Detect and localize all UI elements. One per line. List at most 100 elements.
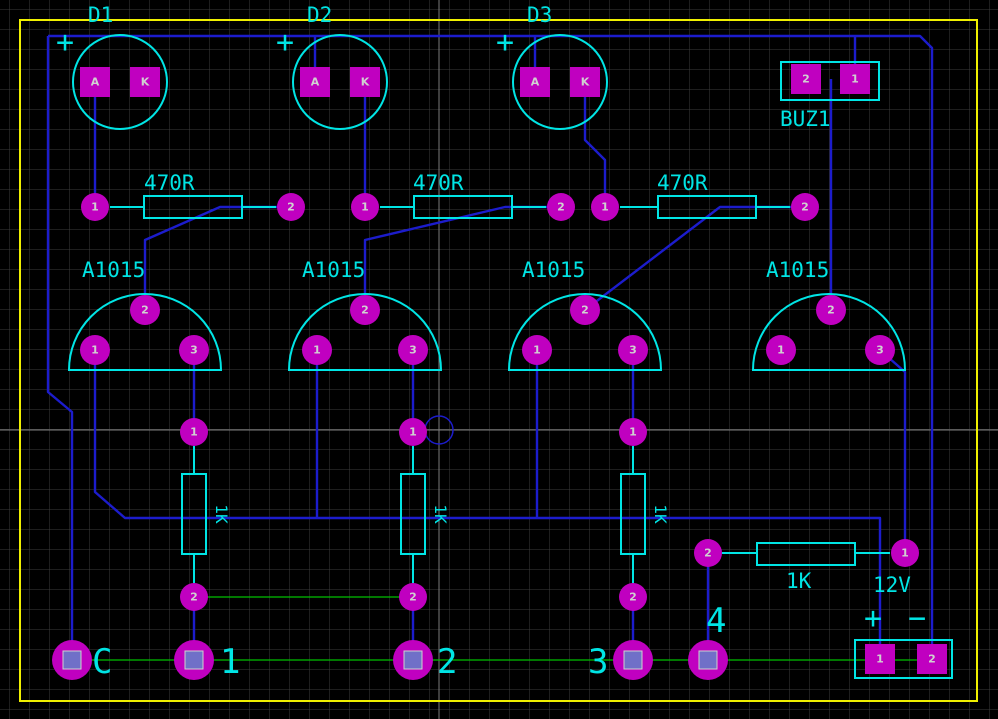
pad-d3-a[interactable] (520, 67, 550, 97)
pad-d3-k[interactable] (570, 67, 600, 97)
label-power: 12V (873, 573, 911, 597)
silk-labels: D1 D2 D3 + + + BUZ1 470R 470R 470R A1015… (56, 3, 926, 682)
pad-r2-1-label: 1 (361, 201, 369, 214)
pad-r1k-1-label: 1 (901, 547, 909, 560)
pad-q3-2[interactable] (570, 295, 600, 325)
pad-q4-2[interactable] (816, 295, 846, 325)
pad-vk2-1-label: 1 (409, 426, 417, 439)
pad-q3-2-label: 2 (581, 304, 589, 317)
pad-r1-1[interactable] (81, 193, 109, 221)
label-q2: A1015 (302, 258, 365, 282)
pad-q1-1-label: 1 (91, 344, 99, 357)
pad-q2-2[interactable] (350, 295, 380, 325)
pad-vk1-2[interactable] (180, 583, 208, 611)
pad-q1-3[interactable] (179, 335, 209, 365)
pad-buz1-1[interactable] (840, 64, 870, 94)
label-power-plus: + (864, 601, 882, 636)
pad-conn-1[interactable] (174, 640, 214, 680)
pad-q4-3[interactable] (865, 335, 895, 365)
pad-q3-3[interactable] (618, 335, 648, 365)
pad-q2-3[interactable] (398, 335, 428, 365)
pad-q2-1[interactable] (302, 335, 332, 365)
label-conn-4: 4 (706, 601, 726, 641)
label-r1: 470R (144, 171, 195, 195)
pad-r3-1-label: 1 (601, 201, 609, 214)
label-d2: D2 (307, 3, 332, 27)
pad-q4-3-label: 3 (876, 344, 884, 357)
pad-d3-k-label: K (581, 76, 590, 89)
label-d3: D3 (527, 3, 552, 27)
pad-r1-1-label: 1 (91, 201, 99, 214)
pad-conn-4[interactable] (688, 640, 728, 680)
pad-r2-2-label: 2 (557, 201, 565, 214)
pad-d1-a-label: A (91, 76, 100, 89)
pad-r1k-2[interactable] (694, 539, 722, 567)
label-buz1: BUZ1 (780, 107, 831, 131)
label-plus-d2: + (276, 25, 294, 60)
pad-q4-2-label: 2 (827, 304, 835, 317)
pads: A K A K A K 2 1 1 2 1 2 1 2 2 1 3 (52, 64, 947, 680)
pad-d3-a-label: A (531, 76, 540, 89)
pad-q3-3-label: 3 (629, 344, 637, 357)
pad-q2-2-label: 2 (361, 304, 369, 317)
label-plus-d1: + (56, 25, 74, 60)
pad-d2-a[interactable] (300, 67, 330, 97)
board-outline (19, 19, 978, 702)
pad-buz1-2[interactable] (791, 64, 821, 94)
pad-conn-2[interactable] (393, 640, 433, 680)
pad-vk2-1[interactable] (399, 418, 427, 446)
pad-q3-1[interactable] (522, 335, 552, 365)
pad-r1k-2-label: 2 (704, 547, 712, 560)
pad-q4-1-label: 1 (777, 344, 785, 357)
pad-conn-3[interactable] (613, 640, 653, 680)
pad-q3-1-label: 1 (533, 344, 541, 357)
silkscreen (67, 34, 953, 679)
pad-r1k-1[interactable] (891, 539, 919, 567)
pad-q1-2-label: 2 (141, 304, 149, 317)
label-d1: D1 (88, 3, 113, 27)
pad-vk1-1-label: 1 (190, 426, 198, 439)
pad-q4-1[interactable] (766, 335, 796, 365)
pad-q1-2[interactable] (130, 295, 160, 325)
pad-q2-3-label: 3 (409, 344, 417, 357)
label-r2: 470R (413, 171, 464, 195)
pad-vk1-1[interactable] (180, 418, 208, 446)
pad-vk3-1[interactable] (619, 418, 647, 446)
label-q3: A1015 (522, 258, 585, 282)
pad-q2-1-label: 1 (313, 344, 321, 357)
pad-vk3-2[interactable] (619, 583, 647, 611)
pad-vk3-2-label: 2 (629, 591, 637, 604)
label-plus-d3: + (496, 25, 514, 60)
pad-r2-2[interactable] (547, 193, 575, 221)
pad-q1-1[interactable] (80, 335, 110, 365)
pad-power-2[interactable] (917, 644, 947, 674)
pad-d2-k[interactable] (350, 67, 380, 97)
pad-buz1-1-label: 1 (851, 73, 859, 86)
pad-r3-1[interactable] (591, 193, 619, 221)
label-conn-1: 1 (220, 642, 240, 682)
pad-power-1-label: 1 (876, 653, 884, 666)
label-r-1k: 1K (786, 569, 812, 593)
label-q4: A1015 (766, 258, 829, 282)
pad-vk2-2[interactable] (399, 583, 427, 611)
label-q1: A1015 (82, 258, 145, 282)
pad-d2-a-label: A (311, 76, 320, 89)
pad-d2-k-label: K (361, 76, 370, 89)
pad-power-2-label: 2 (928, 653, 936, 666)
pad-d1-k[interactable] (130, 67, 160, 97)
label-conn-2: 2 (437, 642, 457, 682)
pad-vk3-1-label: 1 (629, 426, 637, 439)
pad-conn-c[interactable] (52, 640, 92, 680)
pad-r1-2[interactable] (277, 193, 305, 221)
pad-r2-1[interactable] (351, 193, 379, 221)
pad-r3-2-label: 2 (801, 201, 809, 214)
pad-power-1[interactable] (865, 644, 895, 674)
ratsnest (72, 596, 932, 661)
label-vk2: 1K (431, 504, 450, 524)
pad-r3-2[interactable] (791, 193, 819, 221)
pad-d1-a[interactable] (80, 67, 110, 97)
label-power-minus: − (908, 601, 926, 636)
pad-q1-3-label: 3 (190, 344, 198, 357)
